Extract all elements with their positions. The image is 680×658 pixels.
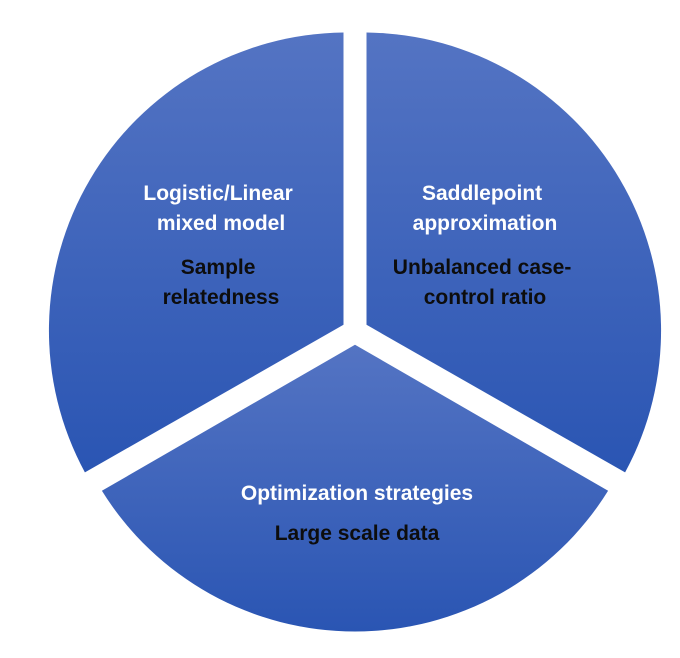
segment-saddlepoint-title: Saddlepoint approximation — [413, 182, 558, 235]
segment-mixed-model-title: Logistic/Linear mixed model — [143, 182, 298, 235]
segment-optimization-title: Optimization strategies — [241, 482, 473, 505]
segment-mixed-model-shape — [48, 32, 344, 473]
segment-saddlepoint-shape — [366, 32, 662, 473]
segment-mixed-model: Logistic/Linear mixed model Sample relat… — [48, 32, 344, 473]
segment-saddlepoint: Saddlepoint approximation Unbalanced cas… — [366, 32, 662, 473]
segment-saddlepoint-subtitle: Unbalanced case- control ratio — [393, 256, 577, 309]
segment-optimization: Optimization strategies Large scale data — [101, 344, 609, 632]
segment-optimization-shape — [101, 344, 609, 632]
segment-mixed-model-subtitle: Sample relatedness — [163, 256, 280, 309]
segment-optimization-subtitle: Large scale data — [275, 522, 440, 545]
